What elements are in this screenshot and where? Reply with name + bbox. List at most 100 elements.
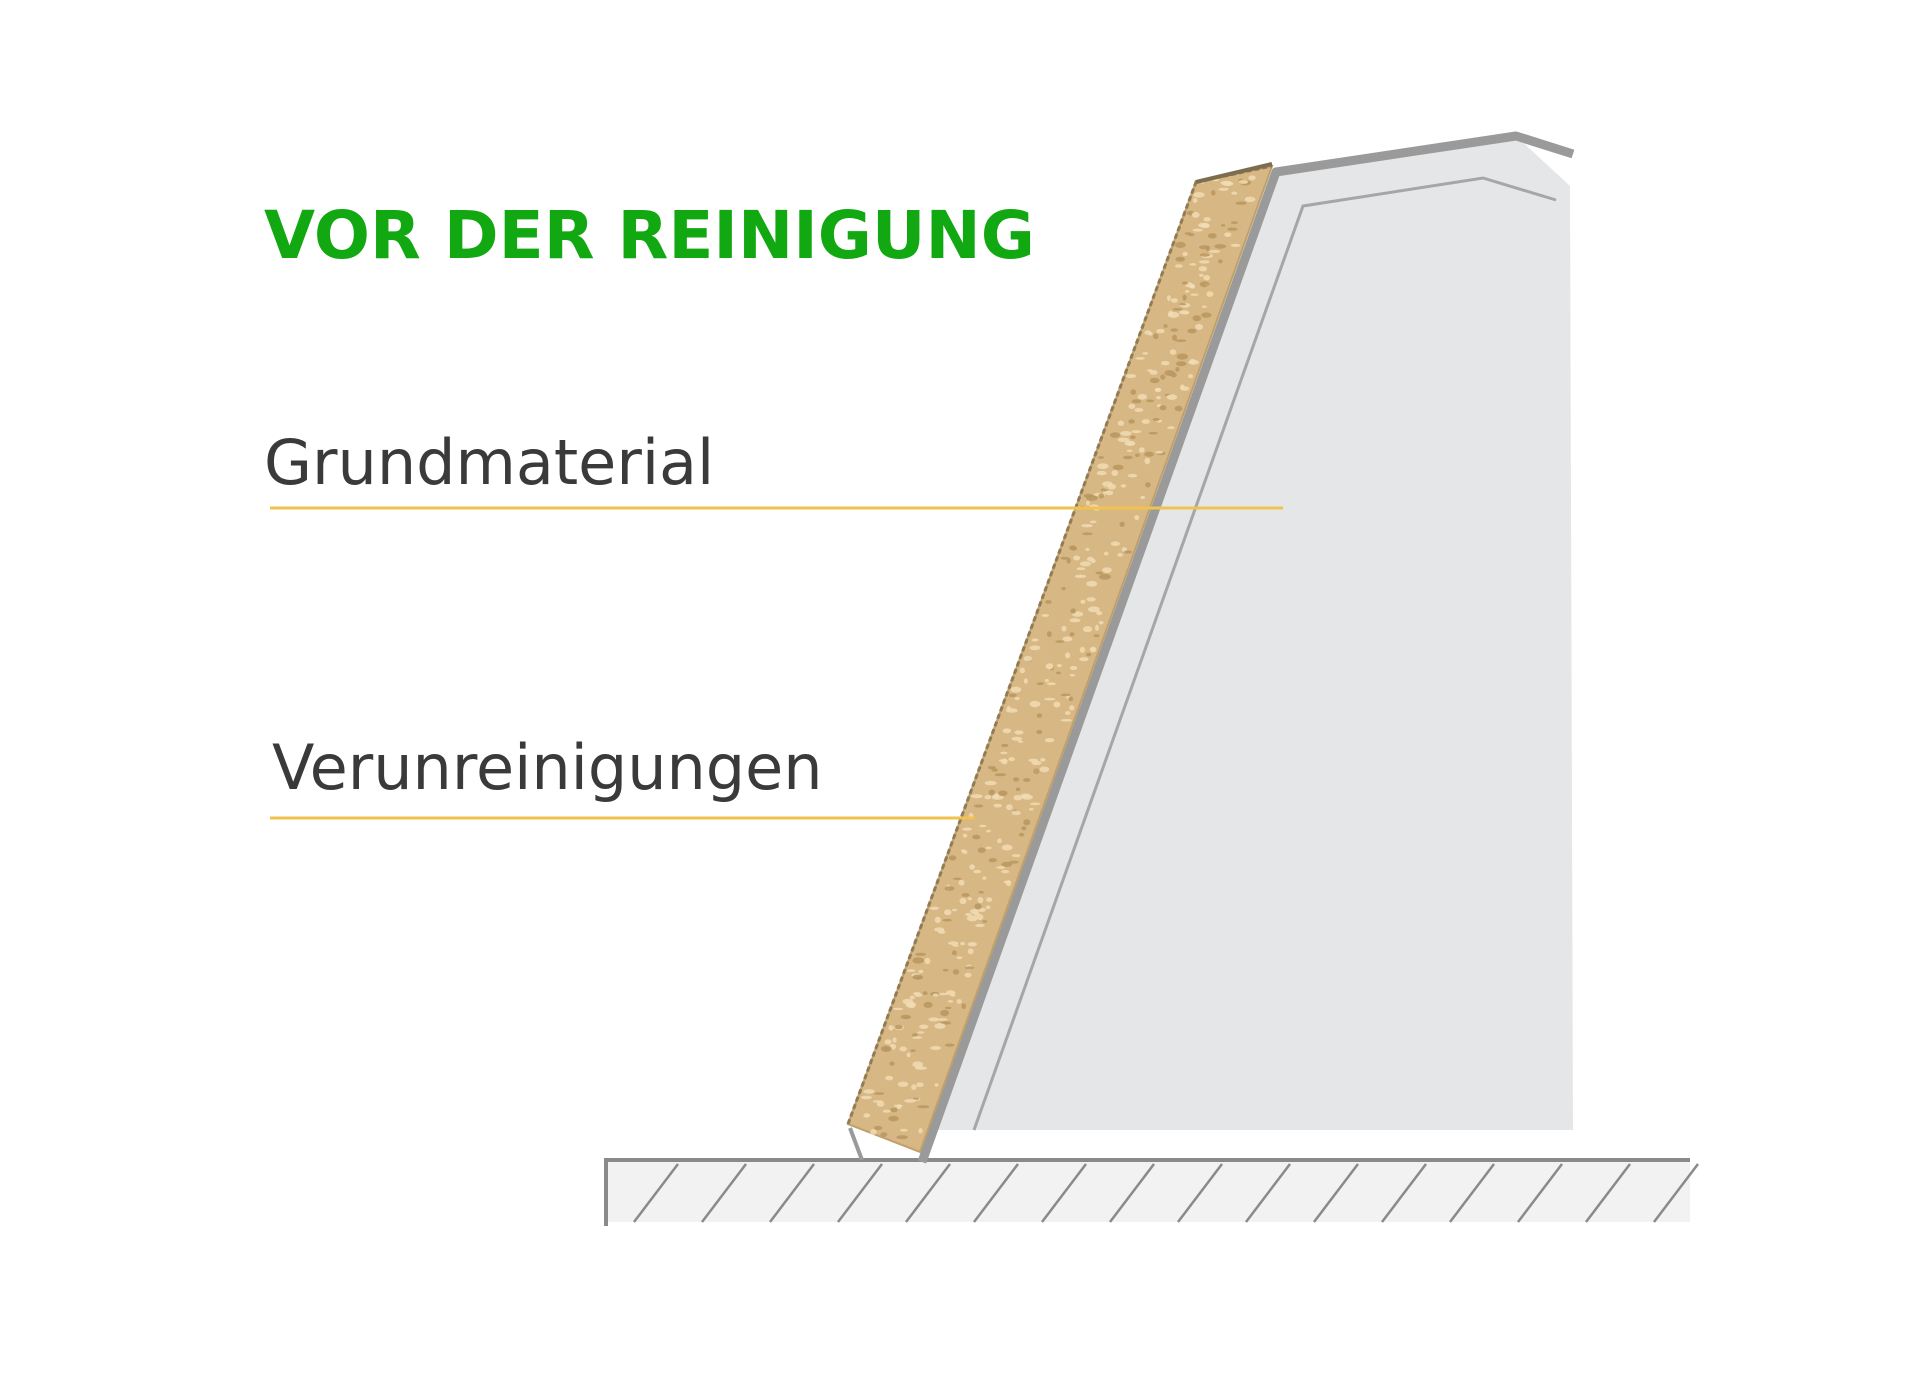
contamination-speck: [1159, 405, 1167, 411]
contamination-speck: [1008, 860, 1019, 864]
contamination-speck: [1100, 488, 1108, 492]
contamination-speck: [956, 999, 962, 1004]
contamination-speck: [1014, 696, 1020, 701]
contamination-speck: [952, 877, 962, 880]
contamination-speck: [912, 957, 924, 964]
contamination-layer: [846, 162, 1274, 1161]
contamination-speck: [962, 850, 968, 854]
contamination-speck: [948, 855, 957, 861]
hatch-line: [1313, 1163, 1359, 1223]
contamination-speck: [1220, 180, 1233, 186]
contamination-speck: [1130, 435, 1136, 440]
contamination-speck: [1192, 315, 1202, 322]
contamination-speck: [1218, 259, 1223, 264]
contamination-speck: [982, 920, 988, 923]
ground: [604, 1158, 1699, 1226]
contamination-speck: [1188, 374, 1194, 379]
contamination-speck: [1131, 399, 1142, 404]
contamination-speck: [1112, 464, 1124, 470]
contamination-speck: [982, 876, 987, 880]
contamination-speck: [1023, 778, 1031, 782]
contamination-speck: [984, 795, 992, 800]
contamination-speck: [1147, 369, 1153, 372]
contamination-speck: [1023, 656, 1033, 662]
contamination-speck: [1089, 520, 1097, 524]
contamination-speck: [1134, 408, 1144, 412]
contamination-speck: [1198, 260, 1210, 264]
hatch-line: [1449, 1163, 1495, 1223]
diagram-title: VOR DER REINIGUNG: [264, 197, 1035, 274]
contamination-speck: [1148, 431, 1158, 435]
contamination-speck: [1140, 495, 1146, 500]
contamination-speck: [900, 1128, 908, 1132]
contamination-speck: [884, 1039, 892, 1045]
contamination-speck: [1082, 626, 1093, 633]
contamination-speck: [1130, 389, 1137, 395]
contamination-speck: [1244, 196, 1256, 202]
contamination-speck: [1230, 221, 1238, 225]
contamination-speck: [1045, 600, 1052, 604]
contamination-speck: [1203, 275, 1211, 281]
contamination-speck: [1169, 349, 1177, 355]
contamination-speck: [1201, 305, 1207, 308]
contamination-speck: [1023, 678, 1028, 684]
contamination-speck: [1175, 241, 1186, 248]
contamination-speck: [1190, 284, 1196, 289]
contamination-speck: [1142, 352, 1149, 355]
hatch-line: [1177, 1163, 1223, 1223]
contamination-speck: [1082, 532, 1093, 536]
contamination-speck: [1045, 663, 1054, 670]
contamination-speck: [1120, 431, 1132, 436]
contamination-speck: [1120, 484, 1127, 488]
contamination-speck: [910, 1049, 916, 1052]
contamination-speck: [1203, 217, 1211, 222]
contamination-speck: [1055, 640, 1065, 643]
contamination-speck: [876, 1101, 885, 1107]
contamination-speck: [986, 829, 991, 833]
contamination-speck: [917, 1031, 925, 1034]
contamination-speck: [1069, 618, 1081, 623]
contamination-speck: [1117, 553, 1123, 557]
contamination-speck: [998, 790, 1008, 797]
contamination-speck: [1137, 394, 1148, 400]
contamination-speck: [1127, 473, 1138, 478]
contamination-speck: [1013, 795, 1023, 801]
contamination-speck: [1085, 548, 1090, 551]
contamination-speck: [1208, 249, 1221, 253]
contamination-speck: [1199, 273, 1204, 277]
contamination-speck: [1002, 728, 1012, 734]
contamination-speck: [1073, 555, 1081, 561]
contamination-speck: [1163, 324, 1168, 328]
contamination-speck: [1199, 281, 1210, 288]
label-contamination-text: Verunreinigungen: [272, 731, 823, 804]
hatch-line: [633, 1163, 679, 1223]
contamination-speck: [1195, 323, 1204, 330]
contamination-speck: [1131, 430, 1142, 434]
contamination-speck: [961, 893, 970, 897]
contamination-speck: [1089, 646, 1097, 653]
contamination-speck: [1144, 451, 1154, 457]
contamination-speck: [944, 886, 955, 891]
contamination-speck: [1111, 470, 1119, 476]
contamination-speck: [1019, 667, 1025, 674]
hatch-line: [1517, 1163, 1563, 1223]
contamination-speck: [1126, 374, 1137, 379]
hatch-line: [973, 1163, 1019, 1223]
contamination-speck: [1192, 198, 1198, 203]
contamination-speck: [1166, 295, 1171, 301]
contamination-speck: [1166, 394, 1178, 400]
contamination-speck: [894, 1024, 903, 1030]
contamination-speck: [1031, 760, 1042, 766]
contamination-speck: [996, 866, 1006, 869]
contamination-speck: [1174, 405, 1183, 412]
contamination-speck: [1224, 232, 1232, 237]
contamination-speck: [1085, 500, 1090, 506]
contamination-speck: [911, 1084, 917, 1090]
contamination-speck: [922, 991, 928, 995]
contamination-speck: [1119, 521, 1125, 527]
contamination-speck: [1018, 832, 1025, 837]
contamination-speck: [1001, 844, 1013, 851]
contamination-speck: [1180, 384, 1185, 391]
contamination-speck: [1192, 228, 1204, 232]
contamination-speck: [1188, 360, 1200, 365]
